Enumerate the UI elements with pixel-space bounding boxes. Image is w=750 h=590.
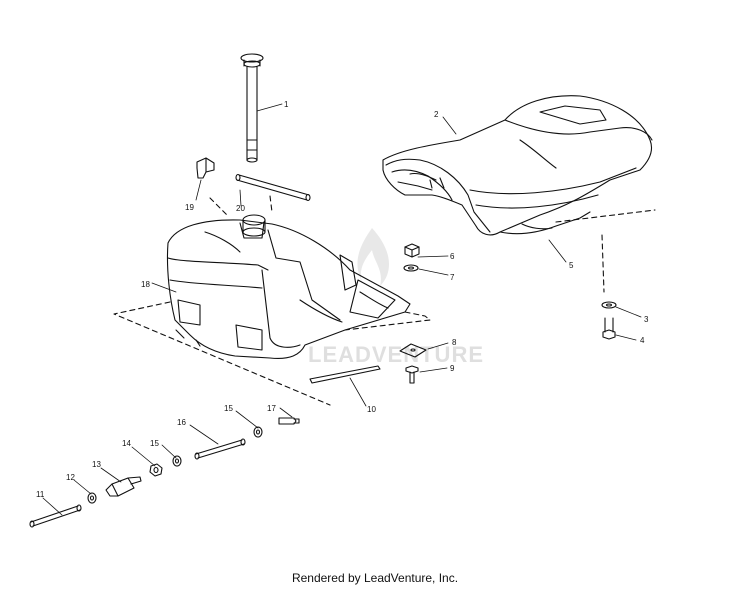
part-20-rod xyxy=(235,173,311,202)
part-1-fuel-sender xyxy=(240,53,264,163)
tank-outline-dashed xyxy=(113,195,605,406)
callout-5: 5 xyxy=(569,261,574,270)
callout-1: 1 xyxy=(284,100,289,109)
callout-9: 9 xyxy=(450,364,455,373)
part-19-fitting xyxy=(196,157,215,179)
fuel-tank xyxy=(166,214,411,359)
part-14-nut xyxy=(149,463,163,477)
callout-3: 3 xyxy=(644,315,649,324)
callout-15-lower: 15 xyxy=(150,439,159,448)
callout-12: 12 xyxy=(66,473,75,482)
callout-19: 19 xyxy=(185,203,194,212)
part-4-bolt xyxy=(602,317,616,340)
footer-credit: Rendered by LeadVenture, Inc. xyxy=(291,571,459,585)
callout-2: 2 xyxy=(434,110,439,119)
part-15-ring-lower xyxy=(172,455,182,467)
part-12-ring xyxy=(87,492,97,504)
part-7-washer xyxy=(403,264,419,272)
part-13-valve xyxy=(105,476,142,497)
callout-7: 7 xyxy=(450,273,455,282)
part-3-washer xyxy=(601,301,617,309)
callout-15-upper: 15 xyxy=(224,404,233,413)
watermark-text: LEADVENTURE xyxy=(308,342,484,367)
callout-14: 14 xyxy=(122,439,131,448)
part-6-nut xyxy=(404,243,420,258)
callout-labels: 1 2 3 4 5 6 7 8 9 10 11 12 13 14 15 15 1… xyxy=(36,100,649,499)
part-9-bolt xyxy=(405,365,419,384)
callout-20: 20 xyxy=(236,204,245,213)
callout-11: 11 xyxy=(36,490,45,499)
callout-18: 18 xyxy=(141,280,150,289)
part-16-hose xyxy=(194,438,246,460)
callout-17: 17 xyxy=(267,404,276,413)
part-17-fitting xyxy=(278,417,300,425)
part-11-hose xyxy=(29,504,82,528)
part-8-plate xyxy=(399,343,427,358)
watermark: LEADVENTURE xyxy=(308,228,484,367)
seat-reference-line xyxy=(555,209,656,223)
callout-6: 6 xyxy=(450,252,455,261)
leader-lines xyxy=(42,103,642,516)
callout-10: 10 xyxy=(367,405,376,414)
callout-13: 13 xyxy=(92,460,101,469)
callout-8: 8 xyxy=(452,338,457,347)
part-15-ring-upper xyxy=(253,426,263,438)
part-10-strap xyxy=(309,365,381,384)
part-2-seat xyxy=(382,95,653,236)
callout-4: 4 xyxy=(640,336,645,345)
callout-16: 16 xyxy=(177,418,186,427)
